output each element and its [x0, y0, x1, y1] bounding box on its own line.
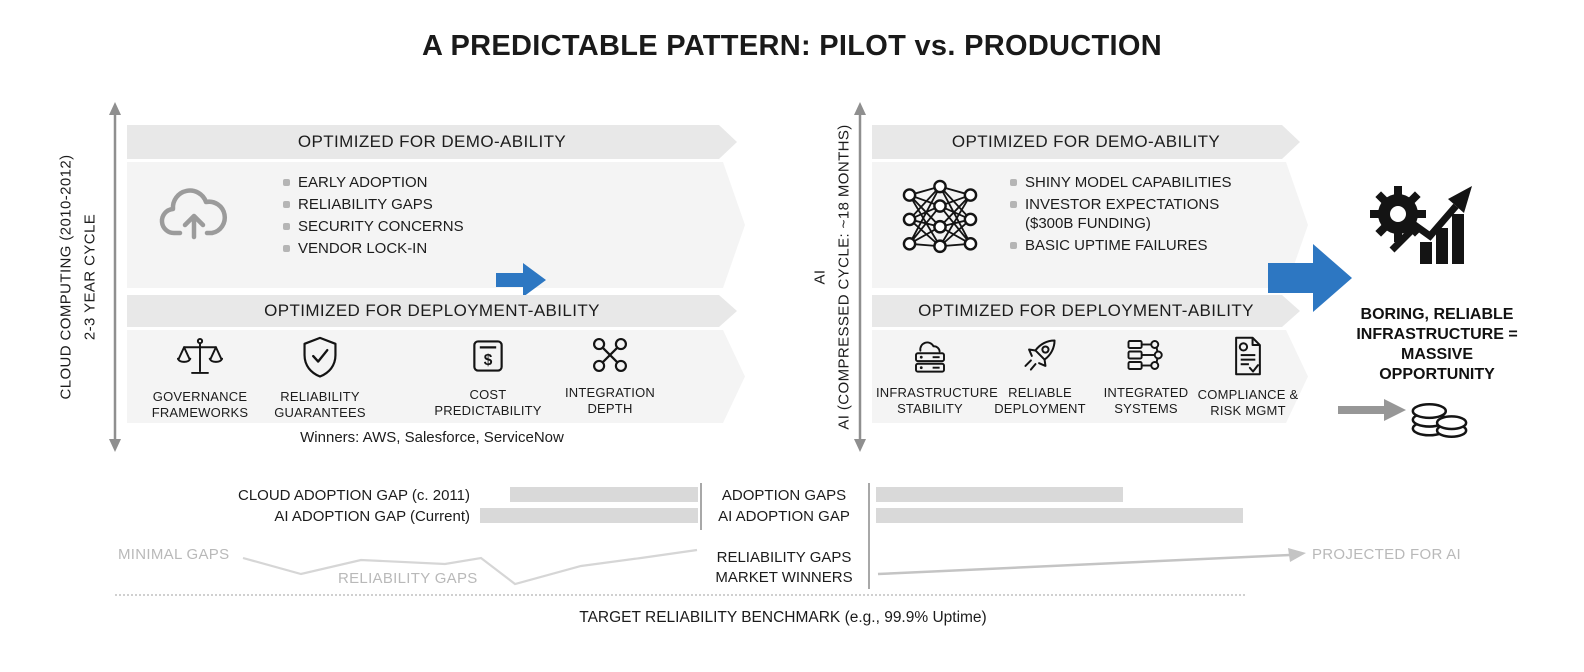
divider-line: [700, 483, 702, 530]
bullet-item: SECURITY CONCERNS: [283, 217, 483, 236]
cloud-axis-label-primary: CLOUD COMPUTING (2010-2012): [57, 154, 75, 400]
cloud-demo-header-band: OPTIMIZED FOR DEMO-ABILITY: [127, 125, 737, 159]
reliability-gaps-gray-label: RELIABILITY GAPS: [338, 570, 478, 587]
ai-adoption-gap-center-label: AI ADOPTION GAP: [718, 508, 850, 525]
dollar-receipt-icon: $: [473, 340, 503, 372]
cloud-axis-label-secondary: 2-3 YEAR CYCLE: [81, 213, 99, 341]
deploy-item-cost: $ COST PREDICTABILITY: [423, 335, 553, 418]
bullet-item: VENDOR LOCK-IN: [283, 239, 483, 258]
cloud-adoption-gap-label: CLOUD ADOPTION GAP (c. 2011): [237, 487, 470, 504]
cloud-demo-header-label: OPTIMIZED FOR DEMO-ABILITY: [297, 132, 567, 151]
deploy-item-label: INTEGRATION DEPTH: [564, 385, 656, 416]
deploy-item-deployment: RELIABLE DEPLOYMENT: [986, 335, 1094, 416]
cloud-winners-label: Winners: AWS, Salesforce, ServiceNow: [300, 429, 564, 446]
connected-systems-icon: [1127, 340, 1163, 370]
deploy-item-infrastructure: INFRASTRUCTURE STABILITY: [876, 335, 998, 416]
small-blue-arrow-icon: [496, 263, 546, 297]
bullet-item: BASIC UPTIME FAILURES: [1010, 236, 1235, 255]
minimal-gaps-label: MINIMAL GAPS: [118, 546, 230, 563]
page-title: A PREDICTABLE PATTERN: PILOT vs. PRODUCT…: [421, 30, 1163, 62]
market-winners-center-label: MARKET WINNERS: [715, 569, 853, 586]
deploy-item-label: COMPLIANCE & RISK MGMT: [1197, 387, 1299, 418]
neural-network-icon: [902, 179, 978, 254]
big-blue-arrow-icon: [1268, 244, 1352, 312]
cloud-upload-icon: [159, 188, 227, 240]
rocket-icon: [1024, 339, 1056, 371]
cloud-deploy-header-label: OPTIMIZED FOR DEPLOYMENT-ABILITY: [264, 301, 600, 320]
cloud-adoption-gap-bar: [510, 487, 698, 502]
coins-icon: [1411, 403, 1468, 438]
deploy-item-label: RELIABLE DEPLOYMENT: [994, 385, 1086, 416]
cloud-cycle-axis-arrow-icon: [109, 102, 121, 452]
ai-axis-label-secondary: AI (COMPRESSED CYCLE: ~18 MONTHS): [835, 124, 853, 430]
adoption-gaps-center-label: ADOPTION GAPS: [721, 487, 847, 504]
benchmark-dotted-line: [115, 594, 1245, 596]
deploy-item-governance: GOVERNANCE FRAMEWORKS: [135, 335, 265, 420]
bullet-item: INVESTOR EXPECTATIONS ($300B FUNDING): [1010, 195, 1235, 233]
ai-cycle-axis-arrow-icon: [854, 102, 866, 452]
scales-icon: [176, 337, 224, 374]
divider-line: [868, 483, 870, 589]
cloud-deploy-header-band: OPTIMIZED FOR DEPLOYMENT-ABILITY: [127, 295, 737, 327]
ai-adoption-gap-label: AI ADOPTION GAP (Current): [274, 508, 470, 525]
bullet-item: EARLY ADOPTION: [283, 173, 483, 192]
deploy-item-systems: INTEGRATED SYSTEMS: [1092, 335, 1200, 416]
benchmark-label: TARGET RELIABILITY BENCHMARK (e.g., 99.9…: [579, 609, 987, 626]
cloud-demo-bullet-list: EARLY ADOPTION RELIABILITY GAPS SECURITY…: [283, 173, 483, 261]
gear-growth-chart-icon: [1370, 186, 1472, 264]
ai-adoption-gap-bar: [480, 508, 698, 523]
ai-demo-bullet-list: SHINY MODEL CAPABILITIES INVESTOR EXPECT…: [1010, 173, 1235, 258]
deploy-item-label: RELIABILITY GUARANTEES: [274, 389, 366, 420]
cloud-server-icon: [915, 341, 945, 373]
deploy-item-integration: INTEGRATION DEPTH: [545, 335, 675, 416]
cloud-demo-panel: [127, 162, 745, 288]
ai-deploy-header-label: OPTIMIZED FOR DEPLOYMENT-ABILITY: [918, 301, 1254, 320]
reliability-gaps-trend-line: [242, 548, 698, 586]
ai-adoption-gap-right-bar: [876, 508, 1243, 523]
deploy-item-label: INFRASTRUCTURE STABILITY: [876, 385, 998, 416]
integration-icon: [593, 338, 627, 372]
adoption-gaps-bar: [876, 487, 1123, 502]
deploy-item-label: COST PREDICTABILITY: [434, 387, 542, 418]
bullet-item: SHINY MODEL CAPABILITIES: [1010, 173, 1235, 192]
deploy-item-reliability: RELIABILITY GUARANTEES: [255, 335, 385, 420]
opportunity-headline: BORING, RELIABLE INFRASTRUCTURE = MASSIV…: [1356, 306, 1518, 383]
deploy-item-compliance: COMPLIANCE & RISK MGMT: [1194, 335, 1302, 418]
projected-for-ai-arrow-icon: [877, 548, 1306, 576]
document-check-icon: [1235, 336, 1261, 376]
cloud-deploy-panel: [127, 330, 745, 423]
deploy-item-label: GOVERNANCE FRAMEWORKS: [151, 389, 249, 420]
projected-for-ai-label: PROJECTED FOR AI: [1312, 546, 1461, 563]
ai-demo-header-band: OPTIMIZED FOR DEMO-ABILITY: [872, 125, 1300, 159]
ai-axis-label-primary: AI: [811, 269, 829, 285]
ai-demo-header-label: OPTIMIZED FOR DEMO-ABILITY: [951, 132, 1221, 151]
ai-deploy-header-band: OPTIMIZED FOR DEPLOYMENT-ABILITY: [872, 295, 1300, 327]
reliability-gaps-center-label: RELIABILITY GAPS: [716, 549, 852, 566]
deploy-item-label: INTEGRATED SYSTEMS: [1103, 385, 1189, 416]
shield-check-icon: [303, 336, 337, 378]
bullet-item: RELIABILITY GAPS: [283, 195, 483, 214]
gray-arrow-icon: [1338, 399, 1406, 421]
svg-text:$: $: [484, 352, 493, 369]
